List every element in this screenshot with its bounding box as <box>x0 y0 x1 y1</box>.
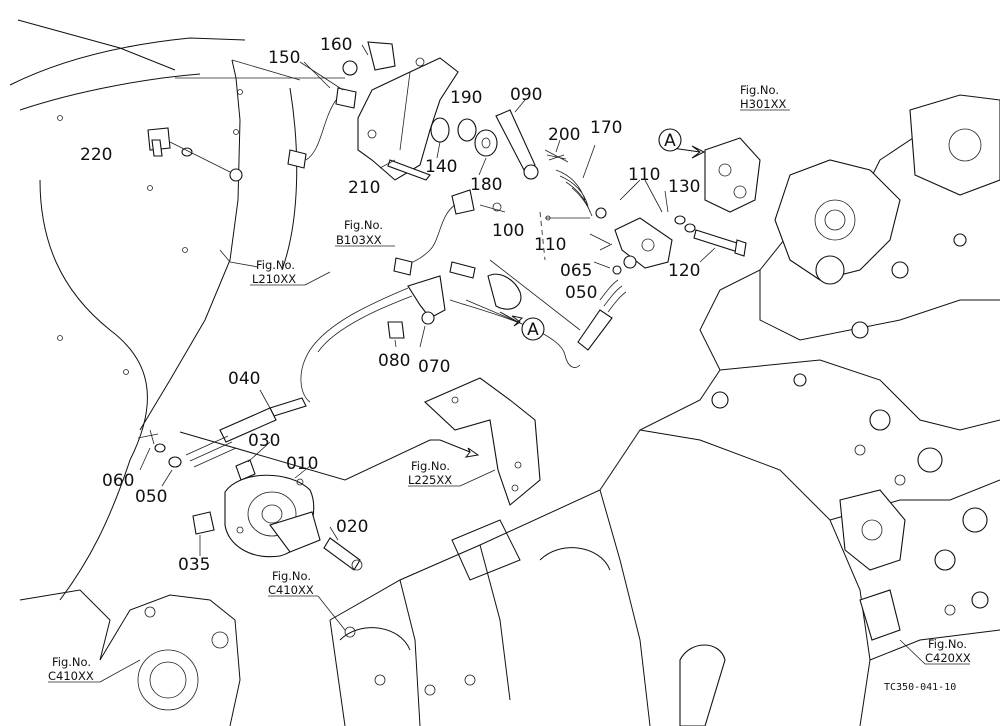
bracket-l225 <box>424 377 541 506</box>
part-label-200: 200 <box>548 125 580 145</box>
part-label-130: 130 <box>668 177 700 197</box>
fig-ref-l210: Fig.No. L210XX <box>252 258 296 286</box>
fig-ref-b103-code: B103XX <box>336 233 382 247</box>
drawing-code: TC350-041-10 <box>884 682 956 693</box>
part-label-150: 150 <box>268 48 300 68</box>
frame-outline <box>9 19 301 601</box>
fig-ref-l210-code: L210XX <box>252 272 296 286</box>
fig-ref-b103: Fig.No. B103XX <box>336 218 383 247</box>
part-label-110b: 110 <box>534 235 566 255</box>
fig-ref-c420-code: C420XX <box>925 651 971 665</box>
clutch-cylinder-010 <box>192 459 363 571</box>
lower-left-assembly <box>19 589 241 726</box>
part-label-210: 210 <box>348 178 380 198</box>
part-label-180: 180 <box>470 175 502 195</box>
part-label-080: 080 <box>378 351 410 371</box>
reference-marker-a-top: A <box>658 128 682 152</box>
part-label-160: 160 <box>320 35 352 55</box>
reference-marker-a-mid: A <box>521 317 545 341</box>
fig-ref-l225-code: L225XX <box>408 473 452 487</box>
fig-ref-c420-caption: Fig.No. <box>928 637 967 651</box>
part-label-220: 220 <box>80 145 112 165</box>
part-label-050a: 050 <box>565 283 597 303</box>
fig-ref-c410-center-caption: Fig.No. <box>272 569 311 583</box>
part-label-120: 120 <box>668 261 700 281</box>
fig-ref-l225: Fig.No. L225XX <box>408 459 452 487</box>
part-label-170: 170 <box>590 118 622 138</box>
part-label-040: 040 <box>228 369 260 389</box>
fig-ref-h301: Fig.No. H301XX <box>740 83 786 111</box>
sensor-harness <box>393 189 506 276</box>
fig-ref-c410-left: Fig.No. C410XX <box>48 655 94 683</box>
fig-ref-c410-center-code: C410XX <box>268 583 314 597</box>
fig-ref-c420: Fig.No. C420XX <box>925 637 971 665</box>
part-label-035: 035 <box>178 555 210 575</box>
fig-ref-l225-caption: Fig.No. <box>411 459 450 473</box>
fig-ref-c410-left-code: C410XX <box>48 669 94 683</box>
pedal-stack <box>430 109 607 219</box>
fig-ref-b103-caption: Fig.No. <box>344 218 383 232</box>
bracket-210 <box>357 41 459 181</box>
part-label-070: 070 <box>418 357 450 377</box>
part-label-020: 020 <box>336 517 368 537</box>
part-label-050b: 050 <box>135 487 167 507</box>
part-label-030: 030 <box>248 431 280 451</box>
part-label-060: 060 <box>102 471 134 491</box>
part-label-100: 100 <box>492 221 524 241</box>
part-labels: 150 160 190 090 200 170 220 140 180 210 … <box>80 35 700 575</box>
switch-150 <box>287 60 358 169</box>
part-label-090: 090 <box>510 85 542 105</box>
part-label-065: 065 <box>560 261 592 281</box>
fig-ref-c410-center: Fig.No. C410XX <box>268 569 314 597</box>
bolt-220 <box>147 127 231 173</box>
fig-ref-h301-caption: Fig.No. <box>740 83 779 97</box>
part-label-140: 140 <box>425 157 457 177</box>
cable-040 <box>137 255 637 468</box>
part-label-190: 190 <box>450 88 482 108</box>
part-label-110a: 110 <box>628 165 660 185</box>
marker-a-top-text: A <box>664 131 676 151</box>
marker-a-mid-text: A <box>527 320 539 340</box>
transmission-case <box>329 94 1000 726</box>
fig-ref-c410-left-caption: Fig.No. <box>52 655 91 669</box>
part-label-010: 010 <box>286 454 318 474</box>
fig-ref-h301-code: H301XX <box>740 97 786 111</box>
fig-ref-l210-caption: Fig.No. <box>256 258 295 272</box>
leader-lines <box>48 44 970 683</box>
